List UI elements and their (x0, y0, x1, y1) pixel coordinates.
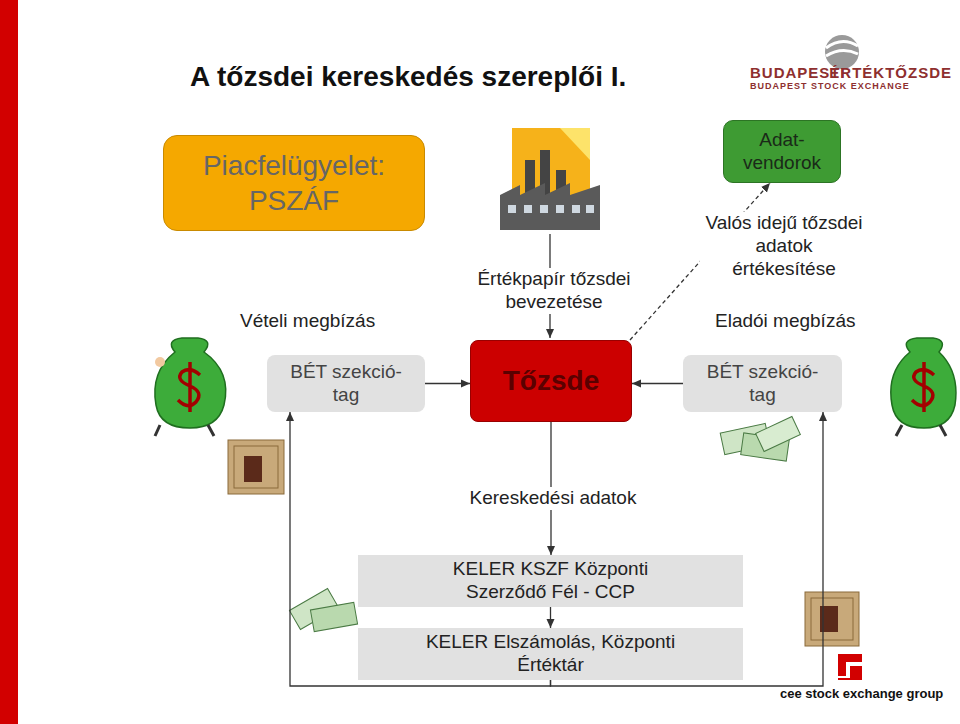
exchange-box: Tőzsde (470, 340, 632, 422)
side-bar (0, 0, 18, 724)
ccp-band: KELER KSZF Központi Szerződő Fél - CCP (358, 555, 743, 607)
slide-title: A tőzsdei kereskedés szereplői I. (190, 60, 626, 94)
logo-subtext: BUDAPEST STOCK EXCHANGE (750, 81, 910, 92)
cee-logo (838, 654, 862, 680)
money-bag-left (155, 338, 226, 436)
data-sales-label: Valós idejű tőzsdei adatok értékesítése (700, 212, 868, 280)
logo-text: ÉRTÉKTŐZSDE (829, 64, 952, 82)
regulator-box: Piacfelügyelet: PSZÁF (163, 135, 425, 231)
vendor-box: Adat- vendorok (723, 120, 841, 183)
money-bag-right (891, 338, 956, 436)
node-text: KELER Elszámolás, Központi Értéktár (398, 631, 703, 677)
order-label: Vételi megbízás (240, 310, 375, 333)
member-box: BÉT szekció- tag (683, 355, 842, 412)
member-box: BÉT szekció- tag (267, 355, 425, 412)
node-text: Adat- vendorok (732, 129, 832, 175)
order-label: Eladói megbízás (715, 310, 855, 333)
connector (550, 607, 551, 628)
factory-icon (500, 128, 600, 230)
certificate-right (805, 592, 859, 646)
node-text: BÉT szekció- tag (277, 361, 415, 407)
connector (632, 383, 683, 384)
bse-logo (825, 35, 859, 69)
certificate-left (228, 440, 284, 494)
depository-band: KELER Elszámolás, Központi Értéktár (358, 628, 743, 680)
connector (425, 383, 470, 384)
banknotes-left (289, 588, 357, 631)
node-text: Piacfelügyelet: PSZÁF (180, 148, 408, 218)
node-text: KELER KSZF Központi Szerződő Fél - CCP (418, 558, 683, 604)
listing-label: Értékpapír tőzsdei bevezetése (462, 268, 646, 314)
node-text: Tőzsde (503, 365, 599, 397)
logo-text: cee stock exchange group (780, 686, 943, 702)
trade-data-label: Kereskedési adatok (448, 487, 658, 510)
banknotes-right (720, 416, 800, 461)
node-text: BÉT szekció- tag (693, 361, 832, 407)
